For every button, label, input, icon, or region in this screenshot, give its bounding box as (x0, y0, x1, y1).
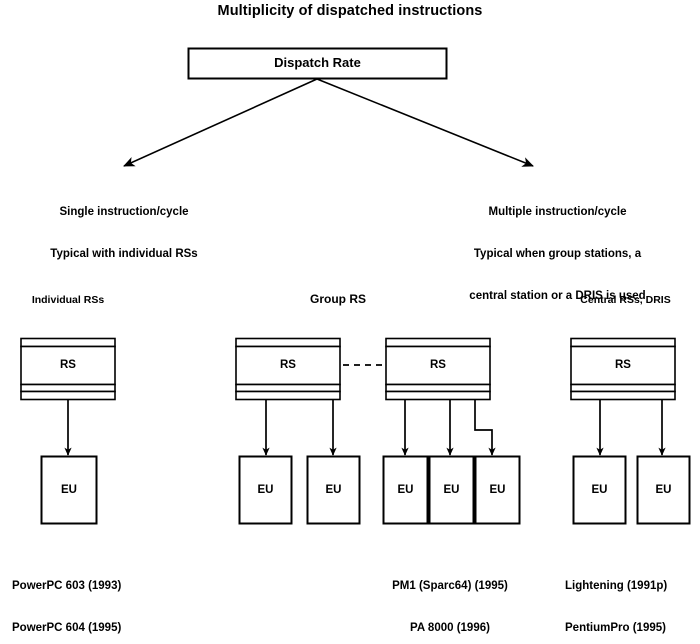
caption-individual: PowerPC 603 (1993) PowerPC 604 (1995) Po… (12, 551, 212, 644)
eu-label: EU (325, 484, 342, 496)
rs-block-group-1 (235, 337, 341, 401)
branch-left-line2: Typical with individual RSs (50, 248, 198, 261)
branch-right-line3: central station or a DRIS is used (469, 290, 646, 303)
section-heading-group: Group RS (310, 292, 366, 306)
eu-label: EU (61, 484, 77, 496)
caption-line: PowerPC 603 (1993) (12, 580, 122, 593)
eu-label: EU (655, 484, 672, 496)
eu-box (306, 455, 361, 525)
page-title: Multiplicity of dispatched instructions (217, 3, 483, 19)
rs-label: RS (430, 359, 446, 371)
eu-label: EU (397, 484, 414, 496)
rs-block-individual-1 (20, 337, 116, 401)
eu-box (40, 455, 98, 525)
branch-left-line1: Single instruction/cycle (59, 206, 189, 219)
branch-arrow-left (123, 78, 318, 167)
eu-box (572, 455, 627, 525)
section-heading-individual: Individual RSs (31, 294, 105, 306)
eu-box (474, 455, 521, 525)
caption-line: Lightening (1991p) (565, 580, 668, 593)
rs-label: RS (280, 359, 296, 371)
section-heading-central: Central RSs, DRIS (580, 294, 671, 306)
rs-block-central-1 (570, 337, 676, 401)
eu-label: EU (591, 484, 608, 496)
eu-box (382, 455, 429, 525)
rs-block-group-2 (385, 337, 491, 401)
branch-arrow-right (316, 78, 534, 167)
eu-label: EU (443, 484, 460, 496)
caption-line: PowerPC 604 (1995) (12, 622, 122, 635)
caption-central: Lightening (1991p) PentiumPro (1995) (565, 551, 700, 644)
branch-right-line1: Multiple instruction/cycle (488, 206, 627, 219)
dispatch-rate-label: Dispatch Rate (274, 55, 361, 70)
rs-label: RS (615, 359, 631, 371)
eu-label: EU (489, 484, 506, 496)
dispatch-rate-box (187, 47, 448, 80)
caption-group: PM1 (Sparc64) (1995) PA 8000 (1996) R100… (355, 551, 545, 644)
eu-label: EU (257, 484, 274, 496)
branch-label-right: Multiple instruction/cycle Typical when … (420, 177, 695, 331)
eu-box (428, 455, 475, 525)
branch-label-left: Single instruction/cycle Typical with in… (0, 177, 248, 289)
caption-line: PA 8000 (1996) (410, 622, 490, 635)
caption-line: PentiumPro (1995) (565, 622, 666, 635)
eu-box (238, 455, 293, 525)
caption-line: PM1 (Sparc64) (1995) (392, 580, 508, 593)
rs-label: RS (60, 359, 76, 371)
branch-right-line2: Typical when group stations, a (473, 248, 642, 261)
rs-to-eu-arrow-stepped (474, 400, 496, 456)
eu-box (636, 455, 691, 525)
